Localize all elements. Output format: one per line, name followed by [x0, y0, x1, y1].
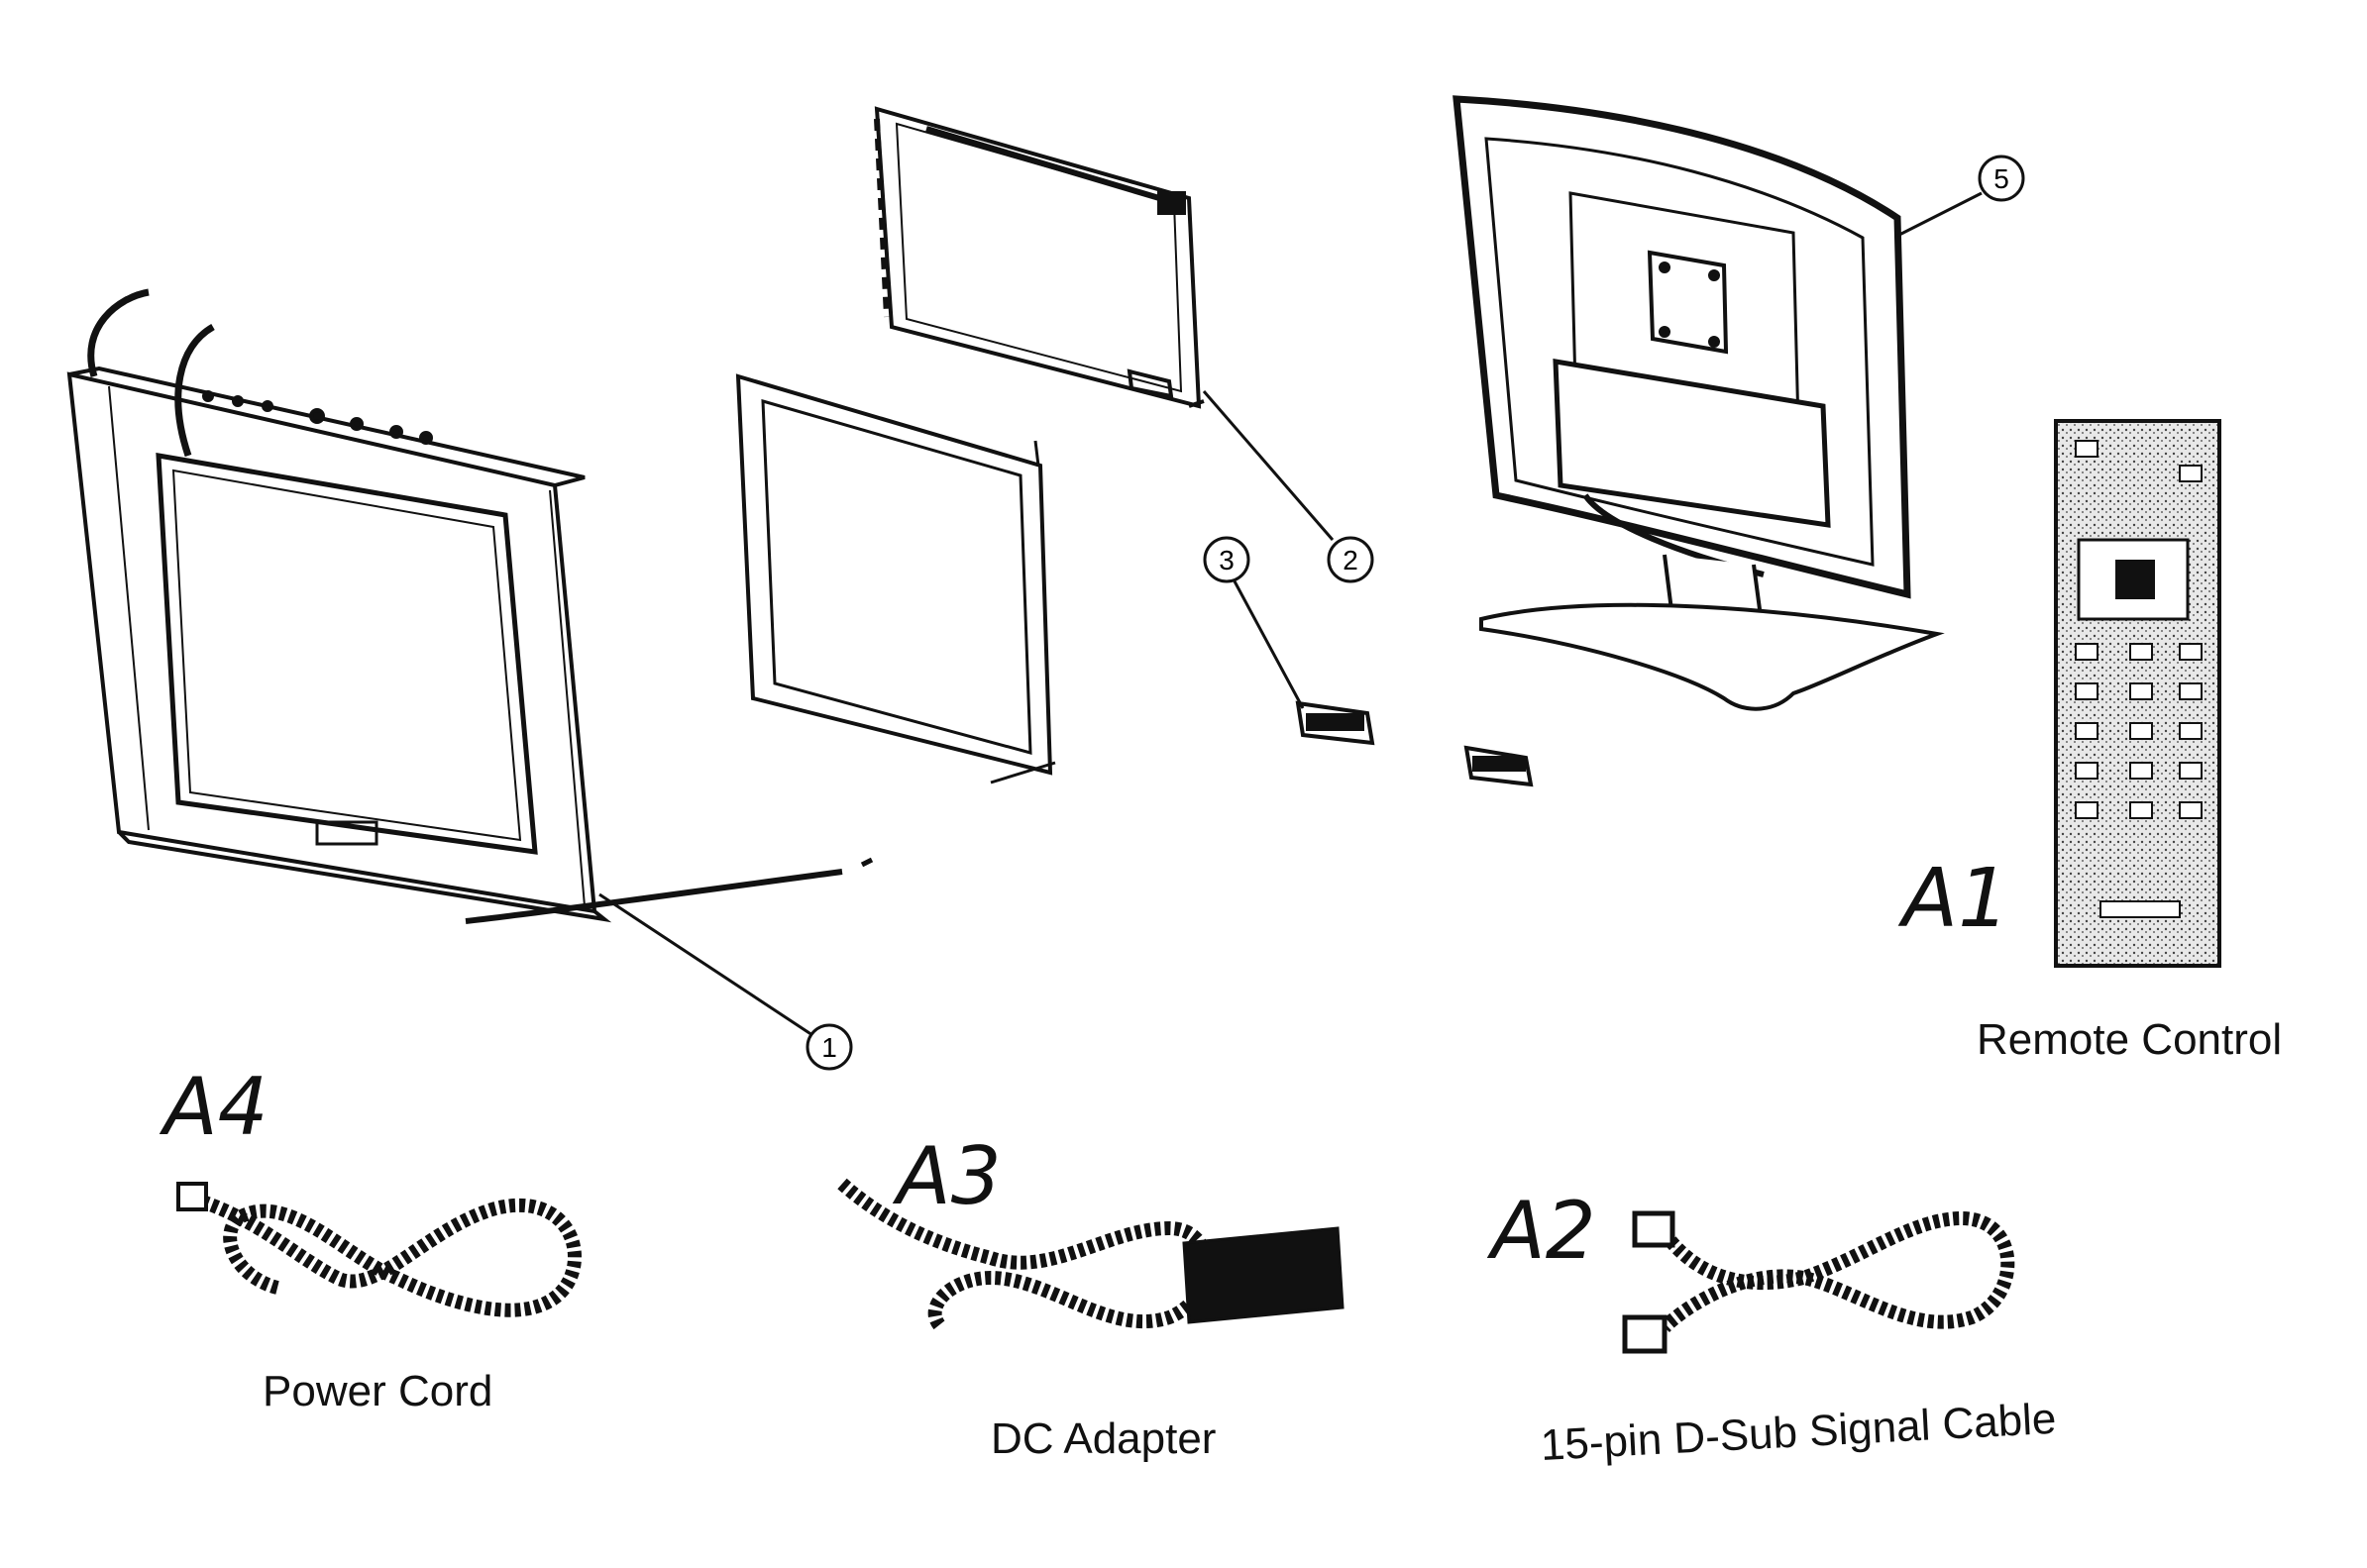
dc-adapter-label: DC Adapter — [991, 1414, 1217, 1463]
hinge-brackets — [1295, 700, 1534, 787]
callout-1: 1 — [598, 892, 853, 1071]
accessory-code-a4: A4 — [159, 1061, 269, 1153]
accessory-code-a1: A1 — [1897, 852, 2009, 946]
rear-cover-assembly — [1452, 95, 1945, 711]
accessory-code-a3: A3 — [892, 1130, 1002, 1222]
callout-number: 3 — [1219, 545, 1235, 575]
callout-number: 5 — [1993, 163, 2009, 194]
dc-adapter-drawing — [837, 1178, 1345, 1332]
callout-number: 1 — [821, 1032, 837, 1063]
front-bezel-assembly — [66, 288, 874, 924]
power-cord-drawing — [176, 1182, 582, 1317]
accessory-code-a2: A2 — [1486, 1185, 1596, 1277]
callout-number: 2 — [1343, 545, 1358, 575]
power-cord-label: Power Cord — [263, 1367, 493, 1415]
callout-3: 3 — [1203, 536, 1305, 709]
remote-control-label: Remote Control — [1977, 1015, 2283, 1064]
callout-5: 5 — [1896, 155, 2025, 238]
signal-cable-drawing — [1622, 1210, 2015, 1354]
remote-control-drawing — [2054, 419, 2221, 968]
callout-2: 2 — [1202, 390, 1374, 583]
lcd-panel-frame — [735, 373, 1056, 784]
main-board-chassis — [874, 106, 1205, 409]
